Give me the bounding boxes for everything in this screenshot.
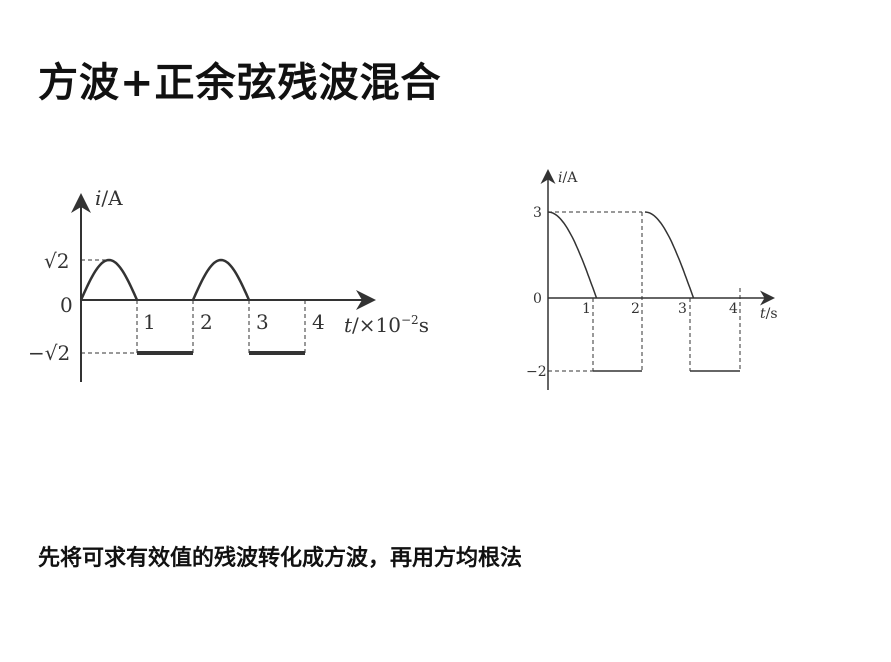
y-tick: 3 (533, 205, 542, 221)
y-tick: −√2 (28, 341, 70, 365)
right-labels: i/A 3 0 −2 1 2 3 4 t/s (526, 170, 778, 380)
y-tick: √2 (44, 249, 69, 273)
guide-lines (548, 211, 741, 372)
x-tick: 3 (678, 301, 687, 317)
diagram-left (71, 193, 376, 382)
x-tick: 1 (143, 310, 156, 334)
waveform-right (547, 211, 695, 299)
x-tick: 2 (200, 310, 213, 334)
y-tick: 0 (533, 291, 542, 307)
waveform-left (79, 258, 251, 301)
y-tick: 0 (60, 293, 73, 317)
x-tick: 1 (582, 301, 591, 317)
slide-title: 方波+正余弦残波混合 (38, 60, 442, 106)
x-axis-label: t/×10−2s (344, 313, 429, 337)
slide-caption: 先将可求有效值的残波转化成方波，再用方均根法 (38, 546, 523, 571)
y-axis-label: i/A (558, 170, 578, 186)
y-axis-label: i/A (95, 186, 123, 210)
guide-lines (81, 259, 306, 354)
x-tick: 3 (256, 310, 269, 334)
x-tick: 2 (631, 301, 640, 317)
x-tick: 4 (729, 301, 738, 317)
x-axis-label: t/s (760, 306, 778, 322)
y-tick: −2 (526, 364, 547, 380)
x-tick: 4 (312, 310, 325, 334)
diagram-right (540, 169, 775, 390)
left-labels: i/A √2 0 −√2 1 2 3 4 t/×10−2s (28, 186, 429, 365)
